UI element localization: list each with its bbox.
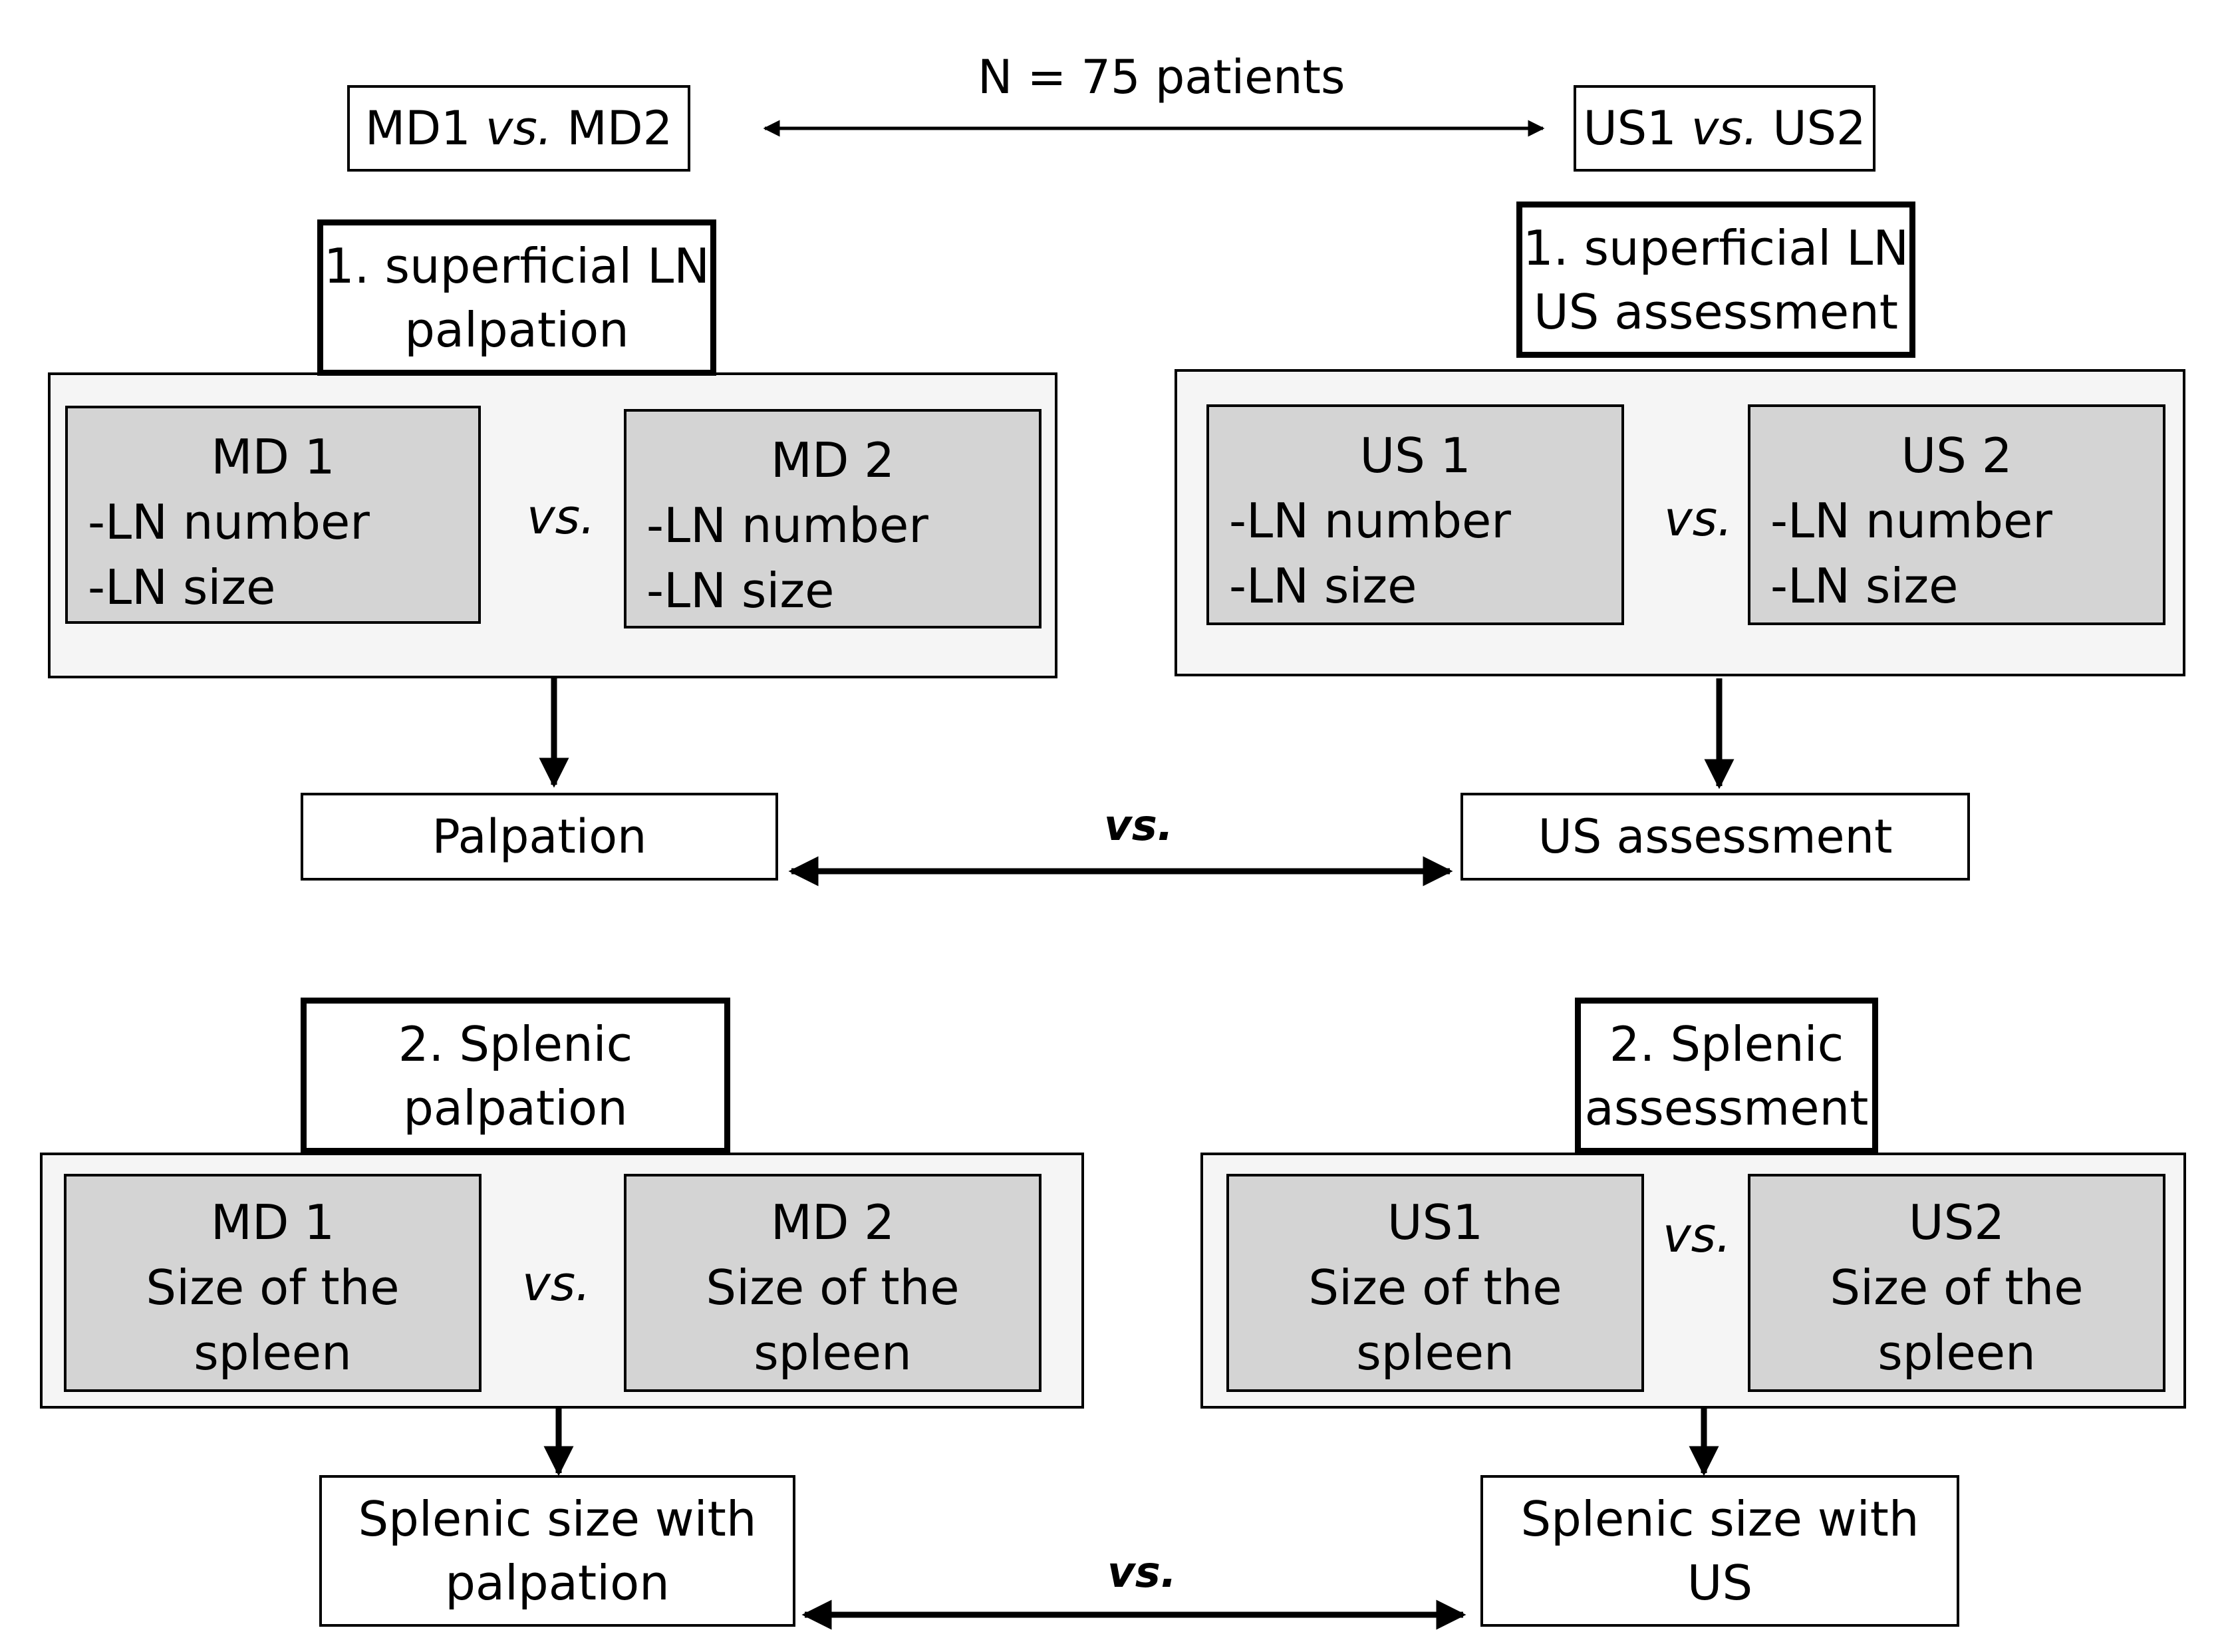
title-line: US assessment — [1533, 283, 1899, 340]
section2-left-vs: vs. — [522, 1256, 591, 1311]
section2-right-title: 2. Splenic assessment — [1575, 998, 1878, 1154]
result-line: US — [1687, 1555, 1753, 1611]
md2-line: spleen — [754, 1325, 912, 1381]
us1-label: US1 — [1583, 101, 1691, 156]
section1-right-title: 1. superficial LN US assessment — [1516, 202, 1915, 358]
section2-right-vs: vs. — [1663, 1207, 1732, 1263]
us2-line: -LN number — [1770, 493, 2052, 549]
md2-line: Size of the — [706, 1260, 960, 1315]
section1-md1-box: MD 1 -LN number -LN size — [65, 406, 481, 624]
md1-title: MD 1 — [211, 429, 335, 485]
section1-right-vs: vs. — [1664, 491, 1733, 547]
vs-label: vs. — [1691, 101, 1758, 156]
palpation-result-label: Palpation — [432, 809, 647, 864]
us1-title: US 1 — [1359, 428, 1471, 483]
section1-left-title: 1. superficial LN palpation — [317, 219, 716, 376]
md2-label: MD2 — [552, 101, 673, 156]
result2-vs: vs. — [1107, 1548, 1177, 1597]
md2-title: MD 2 — [770, 1194, 895, 1250]
md2-line: -LN number — [646, 497, 928, 553]
section2-us1-box: US1 Size of the spleen — [1226, 1174, 1644, 1392]
title-line: 1. superficial LN — [1522, 219, 1909, 276]
title-line: assessment — [1584, 1079, 1869, 1136]
n-patients-label: N = 75 patients — [978, 50, 1345, 104]
section2-md1-box: MD 1 Size of the spleen — [64, 1174, 482, 1392]
result1-vs: vs. — [1104, 801, 1174, 851]
result-line: Splenic size with — [1520, 1491, 1919, 1547]
us1-title: US1 — [1387, 1194, 1484, 1250]
spleen-palpation-result-box: Splenic size with palpation — [319, 1475, 795, 1627]
us1-line: -LN size — [1229, 558, 1417, 614]
md-comparison-box: MD1 vs. MD2 — [347, 85, 690, 172]
title-line: palpation — [404, 301, 629, 358]
us1-line: -LN number — [1229, 493, 1511, 549]
us2-label: US2 — [1758, 101, 1866, 156]
vs-label: vs. — [485, 101, 553, 156]
md1-label: MD1 — [364, 101, 486, 156]
section1-us2-box: US 2 -LN number -LN size — [1748, 404, 2165, 625]
title-line: palpation — [403, 1079, 628, 1136]
section1-us1-box: US 1 -LN number -LN size — [1206, 404, 1624, 625]
result-line: Splenic size with — [358, 1491, 757, 1547]
result-line: palpation — [445, 1555, 670, 1611]
us2-title: US 2 — [1901, 428, 2013, 483]
md1-line: Size of the — [146, 1260, 400, 1315]
us2-line: Size of the — [1830, 1260, 2084, 1315]
us2-line: -LN size — [1770, 558, 1959, 614]
spleen-us-result-box: Splenic size with US — [1480, 1475, 1959, 1627]
palpation-result-box: Palpation — [301, 793, 778, 881]
md1-line: -LN number — [88, 494, 370, 550]
us2-line: spleen — [1877, 1325, 2036, 1381]
us-result-label: US assessment — [1538, 809, 1893, 864]
title-line: 2. Splenic — [1609, 1016, 1844, 1072]
section1-md2-box: MD 2 -LN number -LN size — [624, 409, 1042, 628]
section1-left-vs: vs. — [527, 489, 596, 545]
title-line: 1. superficial LN — [323, 237, 710, 294]
us2-title: US2 — [1908, 1194, 2005, 1250]
us-result-box: US assessment — [1460, 793, 1970, 881]
section2-us2-box: US2 Size of the spleen — [1748, 1174, 2165, 1392]
md2-title: MD 2 — [770, 432, 895, 488]
us1-line: spleen — [1356, 1325, 1514, 1381]
section2-md2-box: MD 2 Size of the spleen — [624, 1174, 1042, 1392]
section2-left-title: 2. Splenic palpation — [301, 998, 730, 1154]
us-comparison-box: US1 vs. US2 — [1574, 85, 1876, 172]
md1-title: MD 1 — [210, 1194, 335, 1250]
us1-line: Size of the — [1308, 1260, 1562, 1315]
md1-line: -LN size — [88, 559, 276, 615]
md2-line: -LN size — [646, 563, 835, 619]
md1-line: spleen — [194, 1325, 352, 1381]
title-line: 2. Splenic — [398, 1016, 633, 1072]
